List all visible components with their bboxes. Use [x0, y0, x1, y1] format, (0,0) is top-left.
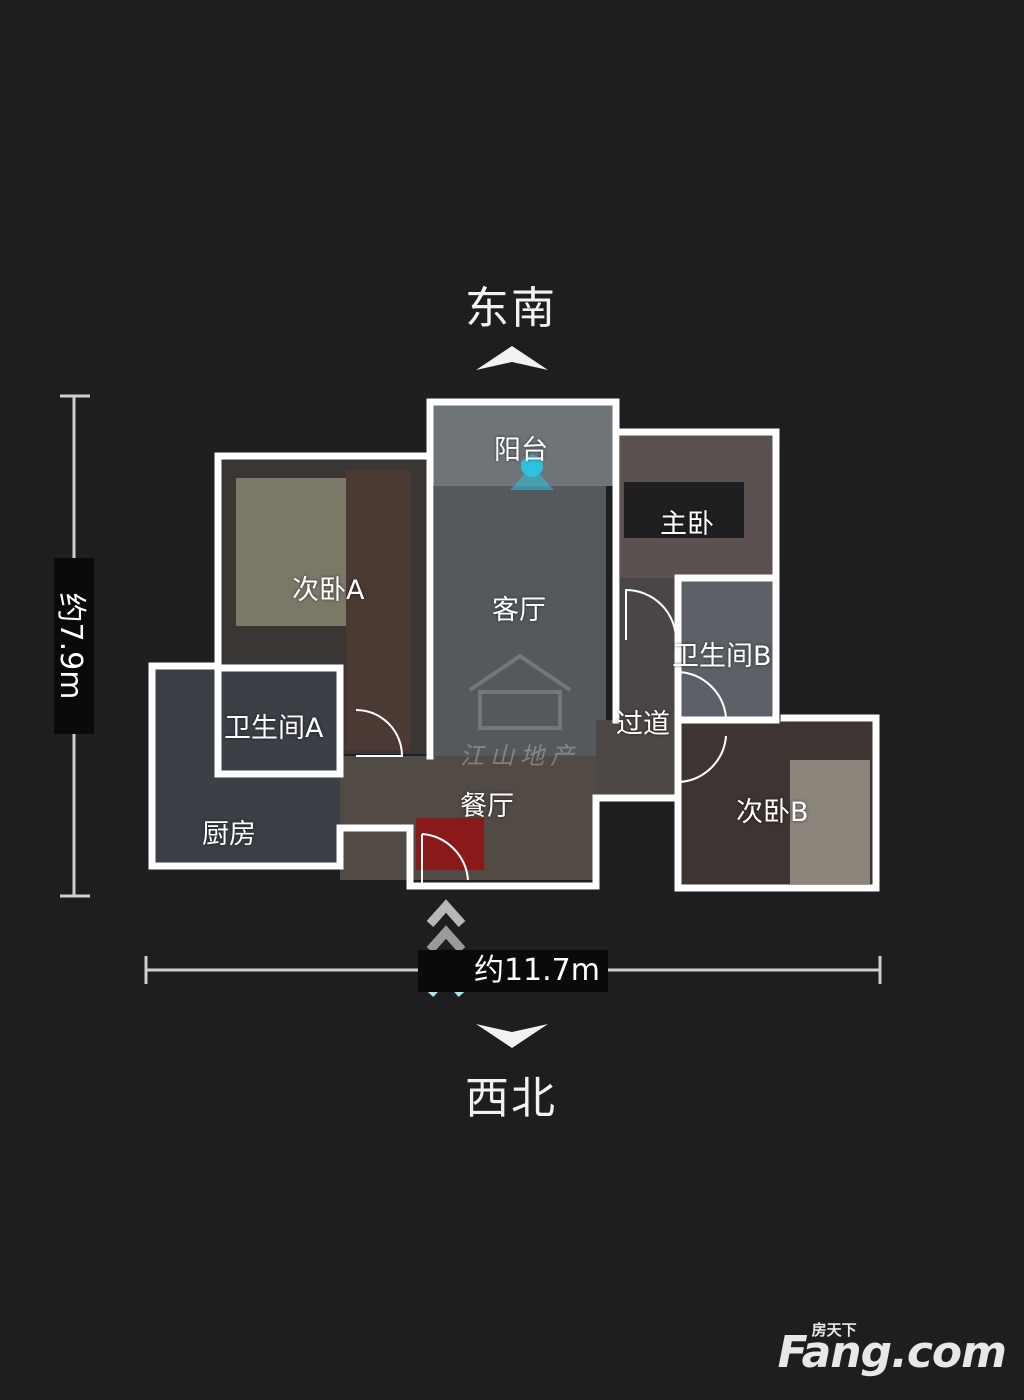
room-label-dining: 餐厅	[460, 791, 514, 822]
floor-dining-right	[596, 720, 678, 800]
watermark-house-icon	[468, 653, 572, 730]
watermark-text: 江山地产	[460, 742, 580, 770]
floor-corridor	[620, 578, 678, 720]
floor-balcony	[430, 404, 616, 486]
room-label-bathroom-b: 卫生间B	[672, 641, 772, 672]
bed-bedroom-a	[236, 478, 364, 626]
viewpoint-marker-icon	[521, 455, 543, 477]
direction-top-label: 东南	[465, 283, 557, 334]
brand-big-text: Fang.com	[777, 1327, 1007, 1378]
room-label-balcony: 阳台	[494, 435, 548, 466]
height-dimension-label: 约7.9m	[53, 592, 88, 700]
room-label-bedroom-a: 次卧A	[292, 575, 365, 606]
door-arcs	[355, 588, 727, 884]
floor-kitchen	[152, 668, 340, 864]
room-label-bathroom-a: 卫生间A	[224, 713, 324, 744]
brand-small-text: 房天下	[811, 1321, 857, 1339]
width-dimension-label: 约11.7m	[418, 950, 608, 992]
room-label-kitchen: 厨房	[202, 819, 256, 850]
room-label-living-room: 客厅	[492, 595, 546, 626]
furniture-bedroom-b	[790, 760, 870, 884]
brand-logo: 房天下 Fang.com	[777, 1321, 1007, 1378]
bed-master-bedroom	[624, 482, 744, 538]
room-label-bedroom-b: 次卧B	[736, 797, 809, 828]
width-ruler	[144, 956, 882, 984]
direction-bottom-label: 西北	[465, 1073, 557, 1124]
room-label-corridor: 过道	[616, 709, 670, 740]
floor-bathroom-b	[678, 580, 774, 718]
viewpoint-cone	[510, 466, 554, 490]
floor-living-room	[434, 486, 606, 756]
height-ruler	[60, 394, 90, 898]
wardrobe-bedroom-a	[346, 470, 410, 750]
north-arrow-icon	[476, 346, 548, 370]
room-label-master-bedroom: 主卧	[660, 509, 714, 540]
height-dimension-box: 约7.9m	[53, 558, 94, 734]
south-arrow-icon	[476, 1024, 548, 1048]
room-floors	[152, 404, 876, 888]
walls	[148, 398, 880, 892]
